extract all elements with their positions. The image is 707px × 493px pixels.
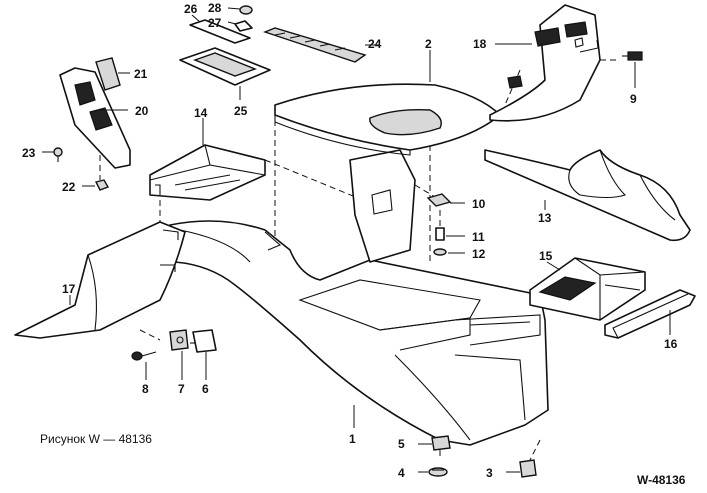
top-cover-part-2 xyxy=(274,50,501,156)
callout-9: 9 xyxy=(630,92,637,106)
console-body-part-1 xyxy=(169,149,549,446)
callout-23: 23 xyxy=(22,146,36,160)
figure-caption: Рисунок W — 48136 xyxy=(40,432,152,446)
plate-part-26 xyxy=(189,14,251,44)
callout-21: 21 xyxy=(134,67,148,81)
switch-panel-part-18 xyxy=(489,4,601,122)
callout-25: 25 xyxy=(234,104,248,118)
nut-part-22 xyxy=(82,179,110,191)
callout-11: 11 xyxy=(472,230,485,244)
callout-13: 13 xyxy=(538,211,552,225)
lower-panel-part-13 xyxy=(484,149,691,242)
screw-part-11 xyxy=(435,227,465,241)
storage-box-part-15 xyxy=(529,257,646,321)
callout-20: 20 xyxy=(135,104,149,118)
callout-26: 26 xyxy=(184,2,198,16)
callout-15: 15 xyxy=(539,249,553,263)
callout-14: 14 xyxy=(194,106,208,120)
callout-2: 2 xyxy=(425,37,432,51)
bracket-part-20 xyxy=(59,67,131,169)
callout-28: 28 xyxy=(208,1,222,15)
cap-part-28 xyxy=(227,5,253,15)
screw-part-9 xyxy=(622,51,643,88)
callout-labels: 1 2 3 4 5 6 7 8 9 10 11 12 13 14 15 16 1… xyxy=(22,1,678,480)
callout-27: 27 xyxy=(208,16,222,30)
strip-part-24 xyxy=(262,27,380,63)
callout-16: 16 xyxy=(664,337,678,351)
callout-5: 5 xyxy=(398,437,405,451)
callout-3: 3 xyxy=(486,466,493,480)
bracket-part-14 xyxy=(149,118,266,201)
clip-part-27 xyxy=(227,20,253,32)
callout-8: 8 xyxy=(142,382,149,396)
callout-17: 17 xyxy=(62,282,76,296)
cap-part-3 xyxy=(506,459,537,478)
callout-4: 4 xyxy=(398,466,405,480)
washer-part-12 xyxy=(433,248,465,256)
screw-part-8 xyxy=(131,351,157,380)
clip-part-23 xyxy=(42,147,63,162)
ashtray-part-25 xyxy=(179,47,271,100)
callout-7: 7 xyxy=(178,382,185,396)
callout-24: 24 xyxy=(368,37,382,51)
grommet-part-5 xyxy=(418,435,451,451)
nut-part-7 xyxy=(169,329,189,380)
bracket-part-6 xyxy=(190,329,217,380)
callout-6: 6 xyxy=(202,382,209,396)
callout-1: 1 xyxy=(349,432,356,446)
callout-12: 12 xyxy=(472,247,486,261)
drawing-code: W-48136 xyxy=(637,473,686,487)
callout-18: 18 xyxy=(473,37,487,51)
washer-part-4 xyxy=(418,467,448,477)
pad-part-21 xyxy=(95,57,130,91)
clip-part-10 xyxy=(426,193,465,207)
callout-10: 10 xyxy=(472,197,486,211)
callout-22: 22 xyxy=(62,180,76,194)
side-panel-part-17 xyxy=(14,221,186,339)
lid-part-16 xyxy=(604,289,696,339)
